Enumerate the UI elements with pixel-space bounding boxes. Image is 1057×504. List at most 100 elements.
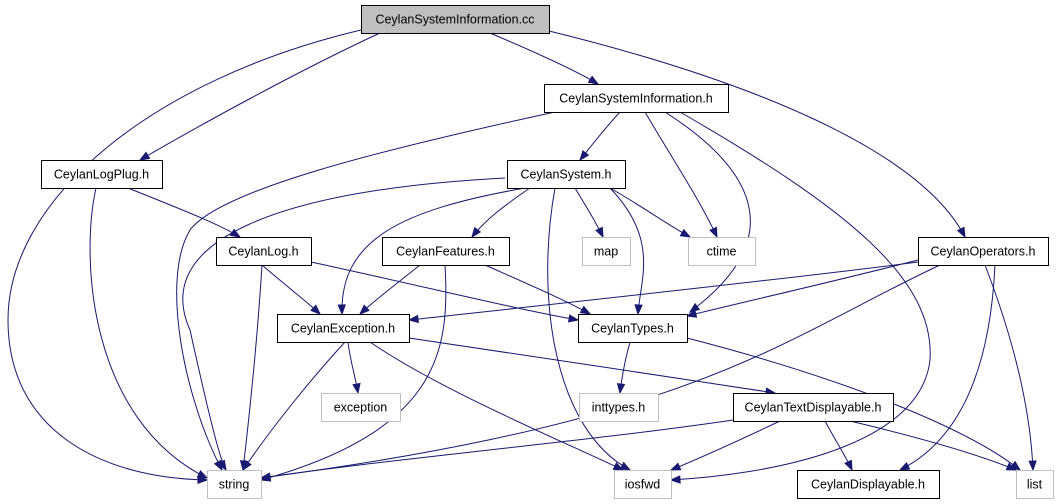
edge-exc-to-excp	[347, 341, 361, 395]
arrowhead-icon	[196, 469, 209, 479]
edge-sys-to-ctime	[609, 187, 692, 238]
edge-exc-to-str	[242, 341, 346, 472]
node-str[interactable]: string	[207, 470, 262, 499]
node-sys[interactable]: CeylanSystem.h	[507, 160, 626, 189]
edge-csi-to-ctime	[644, 111, 718, 239]
arrowhead-icon	[669, 462, 682, 471]
edge-ops-to-disp	[898, 264, 996, 471]
node-label: CeylanFeatures.h	[396, 245, 495, 259]
node-box	[216, 237, 312, 266]
node-exc[interactable]: CeylanException.h	[277, 314, 410, 343]
arrowhead-icon	[471, 226, 482, 239]
arrowhead-icon	[217, 459, 227, 472]
edge-feat-to-types	[484, 264, 592, 315]
node-label: map	[594, 245, 618, 259]
edge-ops-to-exc	[407, 261, 919, 324]
node-box	[582, 237, 631, 266]
edges-layer	[7, 29, 1037, 485]
node-box	[321, 393, 401, 422]
node-label: CeylanSystemInformation.h	[559, 92, 713, 106]
arrowhead-icon	[310, 304, 322, 315]
node-label: CeylanDisplayable.h	[811, 478, 925, 492]
edge-csi-to-iosf	[669, 111, 931, 484]
edge-exc-to-iosf	[369, 341, 625, 471]
node-box	[579, 393, 659, 422]
node-ctime[interactable]: ctime	[688, 237, 756, 266]
edge-sys-to-iosf	[547, 187, 632, 471]
arrowhead-icon	[595, 226, 604, 239]
arrowhead-icon	[669, 475, 681, 484]
edge-sys-to-map	[574, 187, 604, 239]
node-feat[interactable]: CeylanFeatures.h	[382, 237, 510, 266]
arrowhead-icon	[337, 304, 346, 316]
edge-td-to-str	[259, 419, 734, 481]
arrowhead-icon	[407, 314, 419, 324]
arrowhead-icon	[1009, 460, 1022, 471]
node-label: inttypes.h	[592, 401, 646, 415]
node-root[interactable]: CeylanSystemInformation.cc	[361, 5, 550, 34]
arrowhead-icon	[898, 461, 911, 471]
node-excp[interactable]: exception	[321, 393, 401, 422]
arrowhead-icon	[685, 309, 698, 318]
node-list[interactable]: list	[1016, 470, 1054, 499]
node-log[interactable]: CeylanLog.h	[216, 237, 312, 266]
edge-types-to-intt	[616, 341, 631, 395]
arrowhead-icon	[1028, 460, 1037, 472]
node-box	[1016, 470, 1054, 499]
arrowhead-icon	[197, 475, 209, 485]
node-iosf[interactable]: iosfwd	[614, 470, 672, 499]
arrowhead-icon	[358, 304, 370, 315]
arrowhead-icon	[1005, 462, 1018, 471]
node-label: CeylanOperators.h	[931, 245, 1036, 259]
node-box	[918, 237, 1049, 266]
edge-sys-to-str	[182, 177, 506, 472]
arrowhead-icon	[579, 149, 590, 162]
node-box	[688, 237, 756, 266]
node-ops[interactable]: CeylanOperators.h	[918, 237, 1049, 266]
node-disp[interactable]: CeylanDisplayable.h	[797, 470, 940, 499]
arrowhead-icon	[242, 459, 252, 472]
edge-sys-to-feat	[471, 187, 531, 239]
edge-td-to-list	[849, 420, 1018, 471]
edge-ops-to-types	[685, 259, 919, 318]
arrowhead-icon	[259, 472, 272, 481]
node-box	[207, 470, 262, 499]
node-types[interactable]: CeylanTypes.h	[578, 314, 688, 343]
arrowhead-icon	[579, 305, 592, 315]
node-label: CeylanSystemInformation.cc	[375, 13, 534, 27]
node-box	[277, 314, 410, 343]
edge-csi-to-sys	[579, 111, 621, 162]
edge-log-to-str	[239, 264, 263, 472]
node-map[interactable]: map	[582, 237, 631, 266]
node-box	[361, 5, 550, 34]
node-csi[interactable]: CeylanSystemInformation.h	[544, 84, 729, 113]
node-label: CeylanTypes.h	[591, 322, 674, 336]
node-intt[interactable]: inttypes.h	[579, 393, 659, 422]
edge-td-to-disp	[824, 420, 853, 472]
edge-ops-to-list	[984, 264, 1037, 472]
node-box	[797, 470, 940, 499]
node-box	[614, 470, 672, 499]
nodes-layer: CeylanSystemInformation.ccCeylanSystemIn…	[41, 5, 1054, 499]
node-label: list	[1027, 478, 1043, 492]
edge-sys-to-exc	[337, 187, 526, 316]
node-label: CeylanException.h	[291, 322, 395, 336]
arrowhead-icon	[619, 461, 632, 471]
edge-root-to-ops	[544, 29, 966, 239]
edge-td-to-iosf	[669, 420, 781, 471]
node-label: ctime	[707, 245, 737, 259]
node-lplug[interactable]: CeylanLogPlug.h	[41, 160, 163, 189]
edge-lplug-to-str	[89, 187, 209, 479]
arrowhead-icon	[612, 462, 625, 471]
edge-sys-to-types	[609, 187, 645, 316]
node-label: CeylanLog.h	[228, 245, 298, 259]
node-td[interactable]: CeylanTextDisplayable.h	[733, 393, 894, 422]
edge-log-to-types	[310, 261, 580, 323]
edge-lplug-to-log	[127, 187, 242, 238]
node-label: CeylanLogPlug.h	[54, 168, 149, 182]
edge-ops-to-str	[259, 264, 941, 481]
node-label: CeylanSystem.h	[520, 168, 611, 182]
node-box	[382, 237, 510, 266]
node-label: string	[219, 478, 250, 492]
